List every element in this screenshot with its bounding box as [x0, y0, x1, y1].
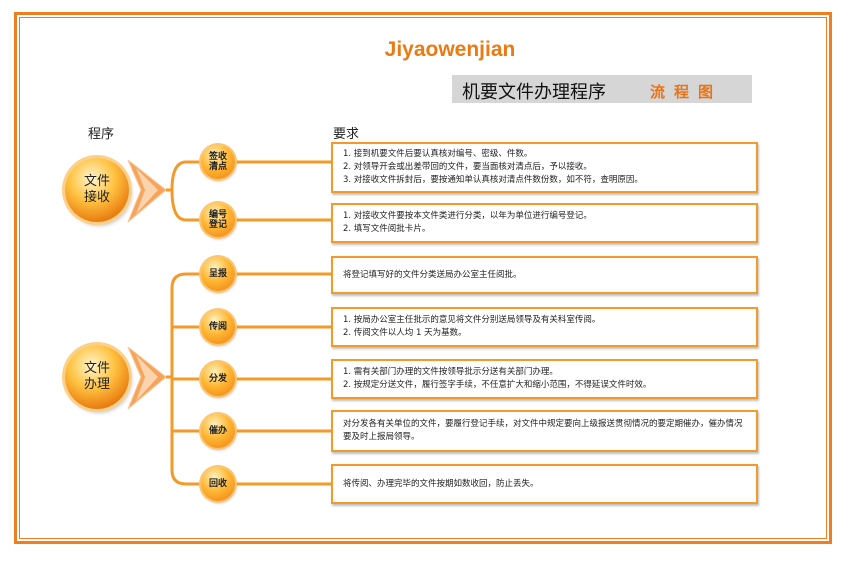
step-label: 回收 — [208, 479, 227, 489]
diagram-subtitle: 流程图 — [650, 83, 723, 101]
step-distribute: 分发 — [201, 362, 235, 396]
title-bar — [452, 75, 752, 103]
requirements-header: 要求 — [333, 127, 360, 142]
brand-title: Jiyaowenjian — [384, 38, 516, 61]
step-label: 编号登记 — [208, 210, 227, 230]
step-sign-check: 签收清点 — [201, 145, 235, 179]
requirement-line: 2. 对领导开会或出差带回的文件，要当面核对清点后，予以接收。 — [343, 162, 592, 172]
step-urge: 催办 — [201, 414, 235, 448]
step-submit: 呈报 — [201, 257, 235, 291]
diagram-title: 机要文件办理程序 — [462, 82, 606, 103]
procedure-header: 程序 — [88, 127, 115, 142]
requirement-line: 1. 对接收文件要按本文件类进行分类，以年为单位进行编号登记。 — [343, 211, 592, 221]
stage-label: 文件接收 — [83, 174, 110, 205]
step-label: 签收清点 — [208, 152, 227, 172]
stage-bracket-1 — [166, 160, 205, 222]
step-circulate: 传阅 — [201, 310, 235, 344]
requirement-line: 2. 传阅文件以人均 1 天为基数。 — [343, 328, 467, 338]
requirement-line: 2. 填写文件阅批卡片。 — [343, 224, 431, 234]
inner-frame — [19, 17, 827, 539]
requirement-box-number-register: 1. 对接收文件要按本文件类进行分类，以年为单位进行编号登记。 2. 填写文件阅… — [331, 203, 758, 243]
requirement-box-recover: 将传阅、办理完毕的文件按期如数收回，防止丢失。 — [331, 464, 758, 504]
stage-label: 文件办理 — [83, 361, 110, 392]
requirement-line: 3. 对接收文件拆封后，要按通知单认真核对清点件数份数，如不符，查明原因。 — [343, 175, 643, 185]
step-recover: 回收 — [201, 467, 235, 501]
step-label: 催办 — [208, 426, 227, 436]
requirement-line: 2. 按规定分送文件，履行签字手续，不任意扩大和缩小范围，不得延误文件时效。 — [343, 380, 652, 390]
stage-file-receive: 文件接收 — [65, 158, 129, 222]
step-number-register: 编号登记 — [201, 203, 235, 237]
step-links — [233, 160, 331, 486]
requirement-line: 对分发各有关单位的文件，要履行登记手续，对文件中规定要向上级报送贯彻情况的要定期… — [343, 419, 743, 442]
requirement-line: 1. 接到机要文件后要认真核对编号、密级、件数。 — [343, 149, 533, 159]
stage-file-process: 文件办理 — [65, 345, 129, 409]
requirement-box-urge: 对分发各有关单位的文件，要履行登记手续，对文件中规定要向上级报送贯彻情况的要定期… — [331, 410, 758, 452]
step-label: 分发 — [208, 374, 227, 384]
requirement-box-circulate: 1. 按局办公室主任批示的意见将文件分别送局领导及有关科室传阅。 2. 传阅文件… — [331, 307, 758, 347]
stage-bracket-2 — [166, 272, 205, 486]
step-label: 传阅 — [208, 322, 227, 332]
requirement-box-sign-check: 1. 接到机要文件后要认真核对编号、密级、件数。 2. 对领导开会或出差带回的文… — [331, 142, 758, 193]
requirement-box-submit: 将登记填写好的文件分类送局办公室主任阅批。 — [331, 256, 758, 294]
requirement-line: 将传阅、办理完毕的文件按期如数收回，防止丢失。 — [343, 478, 539, 489]
requirement-box-distribute: 1. 需有关部门办理的文件按领导批示分送有关部门办理。 2. 按规定分送文件，履… — [331, 359, 758, 399]
requirement-line: 1. 需有关部门办理的文件按领导批示分送有关部门办理。 — [343, 367, 558, 377]
outer-frame — [14, 12, 832, 544]
requirement-line: 1. 按局办公室主任批示的意见将文件分别送局领导及有关科室传阅。 — [343, 315, 601, 325]
requirement-line: 将登记填写好的文件分类送局办公室主任阅批。 — [343, 269, 522, 280]
step-label: 呈报 — [208, 269, 227, 279]
